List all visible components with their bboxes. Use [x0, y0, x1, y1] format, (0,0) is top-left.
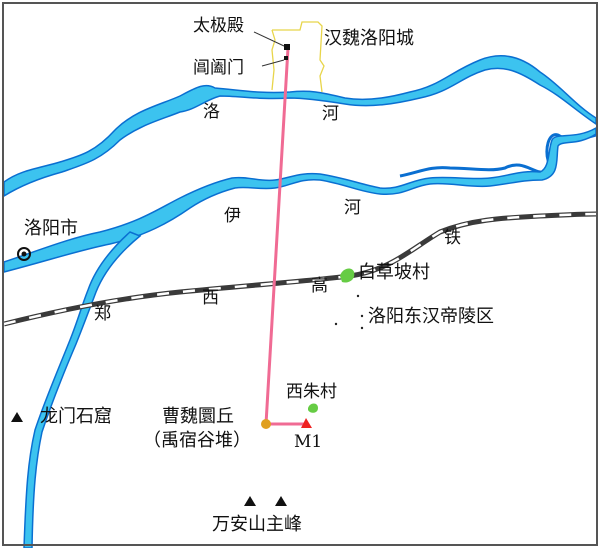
xizhu-village-icon — [308, 403, 318, 413]
label-hanwei-city: 汉魏洛阳城 — [324, 28, 414, 49]
changhe-gate-marker — [284, 56, 288, 60]
longmen-mountain-icon — [11, 412, 23, 422]
label-railway-xi: 西 — [202, 288, 219, 308]
wanan-peak-icon-2 — [275, 496, 287, 506]
m1-marker-icon — [301, 418, 312, 428]
tomb-dots — [334, 294, 364, 330]
changhe-leader — [261, 59, 285, 67]
label-baicaopo: 白草坡村 — [358, 262, 430, 283]
label-railway-tie: 铁 — [444, 228, 461, 248]
label-railway-gao: 高 — [311, 276, 328, 296]
central-axis — [264, 47, 306, 426]
city-symbol-icon — [17, 247, 31, 261]
taiji-leader — [253, 31, 285, 47]
label-changhe-gate: 阊阖门 — [193, 58, 244, 78]
label-yi-river-1: 伊 — [224, 206, 241, 226]
label-xizhu: 西朱村 — [286, 382, 337, 402]
label-taiji-hall: 太极殿 — [193, 16, 244, 36]
label-caowei-mound: 曹魏圜丘 — [162, 406, 234, 427]
label-luo-river-1: 洛 — [203, 102, 220, 122]
label-luoyang-city: 洛阳市 — [24, 218, 78, 239]
label-luo-river-2: 河 — [322, 104, 339, 124]
taiji-hall-marker — [284, 44, 290, 50]
label-railway-zheng: 郑 — [94, 304, 111, 324]
label-longmen: 龙门石窟 — [40, 406, 112, 427]
zhengxi-railway — [3, 211, 597, 327]
label-m1: M1 — [294, 432, 323, 452]
label-yusugudui: （禹宿谷堆） — [143, 430, 251, 451]
mound-icon — [261, 419, 271, 429]
wanan-peak-icon-1 — [244, 496, 256, 506]
label-yi-river-2: 河 — [344, 198, 361, 218]
label-eastern-han-tombs: 洛阳东汉帝陵区 — [368, 306, 494, 327]
hanwei-city-wall — [271, 21, 325, 93]
yi-river — [3, 126, 597, 548]
label-wanan-peak: 万安山主峰 — [212, 514, 302, 535]
village-icon — [340, 268, 355, 283]
